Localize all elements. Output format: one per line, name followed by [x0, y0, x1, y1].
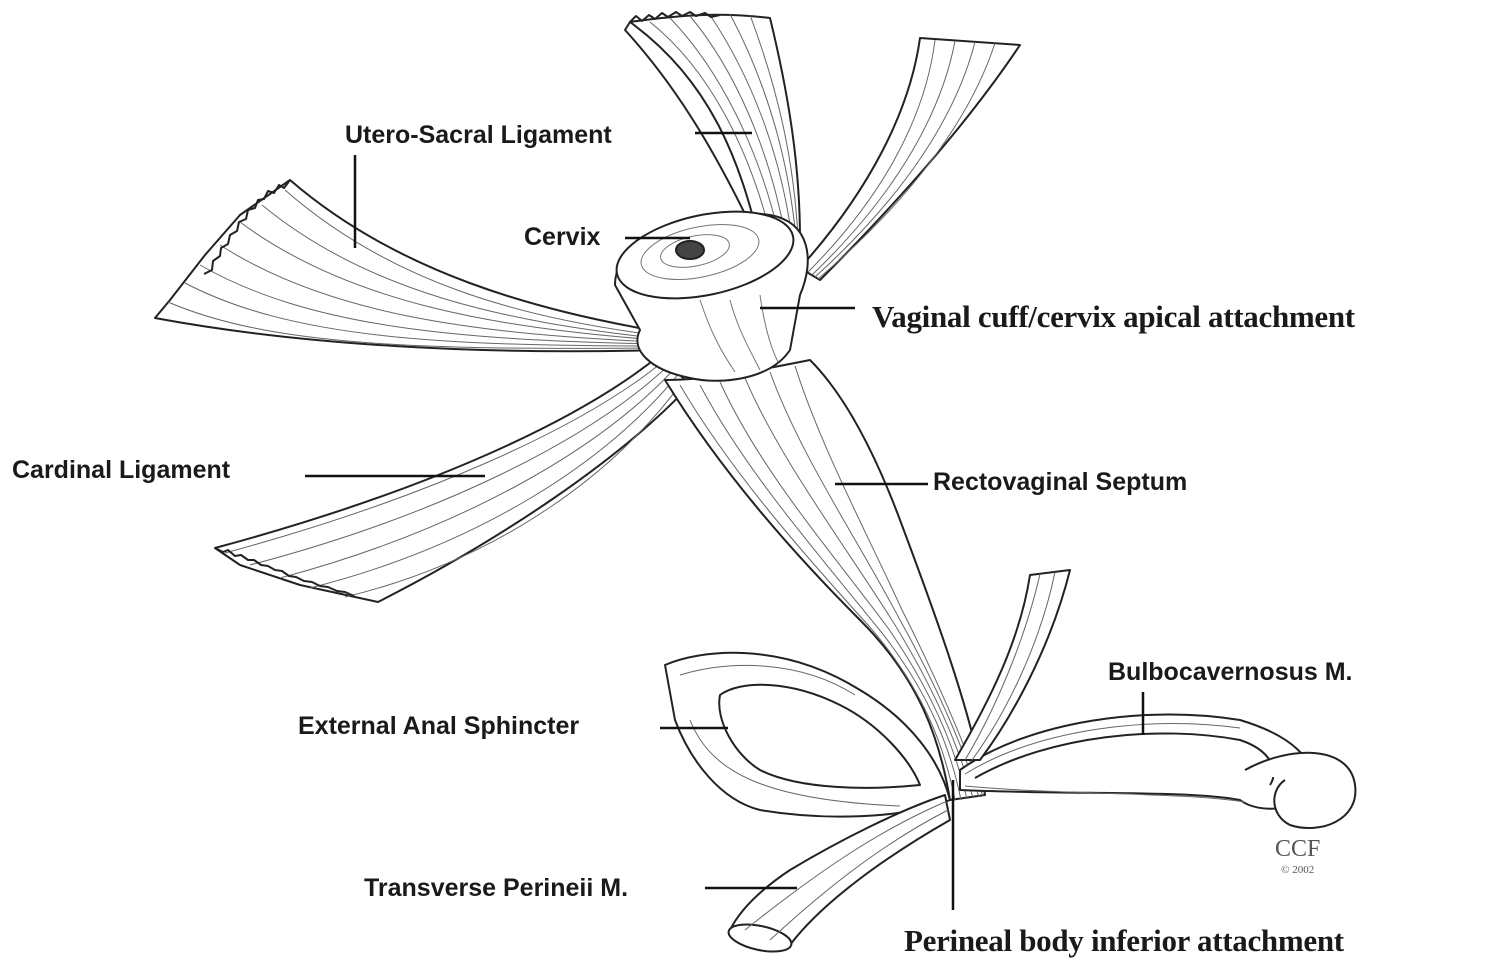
label-utero-sacral-ligament: Utero-Sacral Ligament [345, 123, 612, 148]
label-cervix: Cervix [524, 225, 600, 250]
utero-sacral-ligament-left [155, 180, 660, 351]
label-transverse-perineii: Transverse Perineii M. [364, 876, 628, 901]
label-cardinal-ligament: Cardinal Ligament [12, 458, 230, 483]
copyright-credit: CCF © 2002 [1275, 836, 1320, 876]
label-perineal-body: Perineal body inferior attachment [904, 925, 1344, 956]
label-bulbocavernosus: Bulbocavernosus M. [1108, 660, 1353, 685]
utero-sacral-ligament-top [625, 12, 800, 245]
label-apical-attachment: Vaginal cuff/cervix apical attachment [872, 301, 1355, 332]
bulbocavernosus-muscle [960, 714, 1355, 828]
cervix-structure [609, 197, 808, 381]
cardinal-ligament [215, 355, 690, 602]
label-external-anal-sphincter: External Anal Sphincter [298, 714, 579, 739]
credit-year: © 2002 [1275, 864, 1320, 876]
credit-name: CCF [1275, 836, 1320, 863]
label-rectovaginal-septum: Rectovaginal Septum [933, 470, 1187, 495]
utero-sacral-ligament-right [800, 38, 1020, 280]
